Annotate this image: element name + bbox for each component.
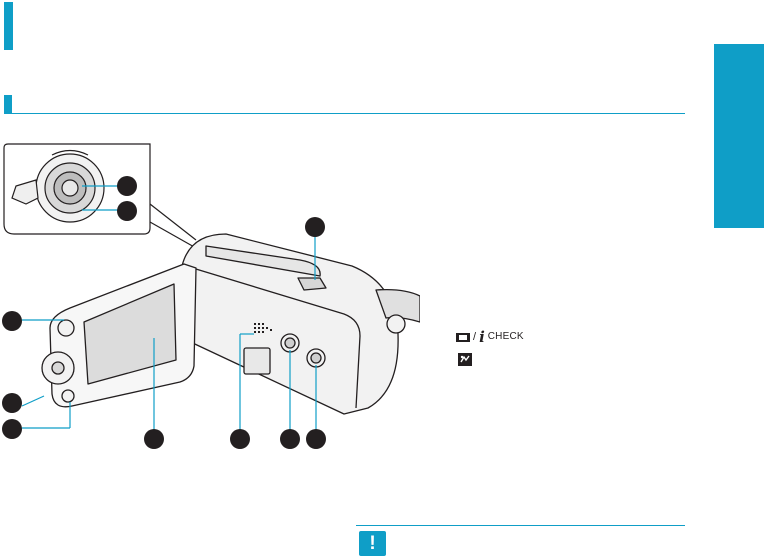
warning-divider	[356, 525, 685, 526]
callout-dot	[2, 393, 22, 413]
check-separator: /	[473, 331, 477, 343]
lens-inset	[3, 143, 197, 249]
callout-dot	[230, 429, 250, 449]
easy-q-icon	[458, 353, 472, 366]
section-accent-bar	[4, 95, 12, 114]
header-accent-bar	[4, 2, 13, 50]
callout-dot	[305, 217, 325, 237]
camcorder-body	[41, 233, 420, 415]
section-divider	[12, 113, 685, 114]
camcorder-illustration	[2, 143, 420, 449]
callout-dot	[117, 201, 137, 221]
display-icon	[456, 332, 470, 342]
check-label: CHECK	[487, 331, 524, 342]
warning-icon: !	[359, 531, 386, 556]
callout-dot	[306, 429, 326, 449]
info-icon: i	[479, 328, 485, 346]
callout-dot	[2, 311, 22, 331]
callout-dot	[144, 429, 164, 449]
check-legend-row: / i CHECK	[456, 328, 524, 346]
callout-dot	[117, 176, 137, 196]
callout-dot	[2, 419, 22, 439]
side-chapter-tab	[714, 44, 764, 228]
callout-dot	[280, 429, 300, 449]
